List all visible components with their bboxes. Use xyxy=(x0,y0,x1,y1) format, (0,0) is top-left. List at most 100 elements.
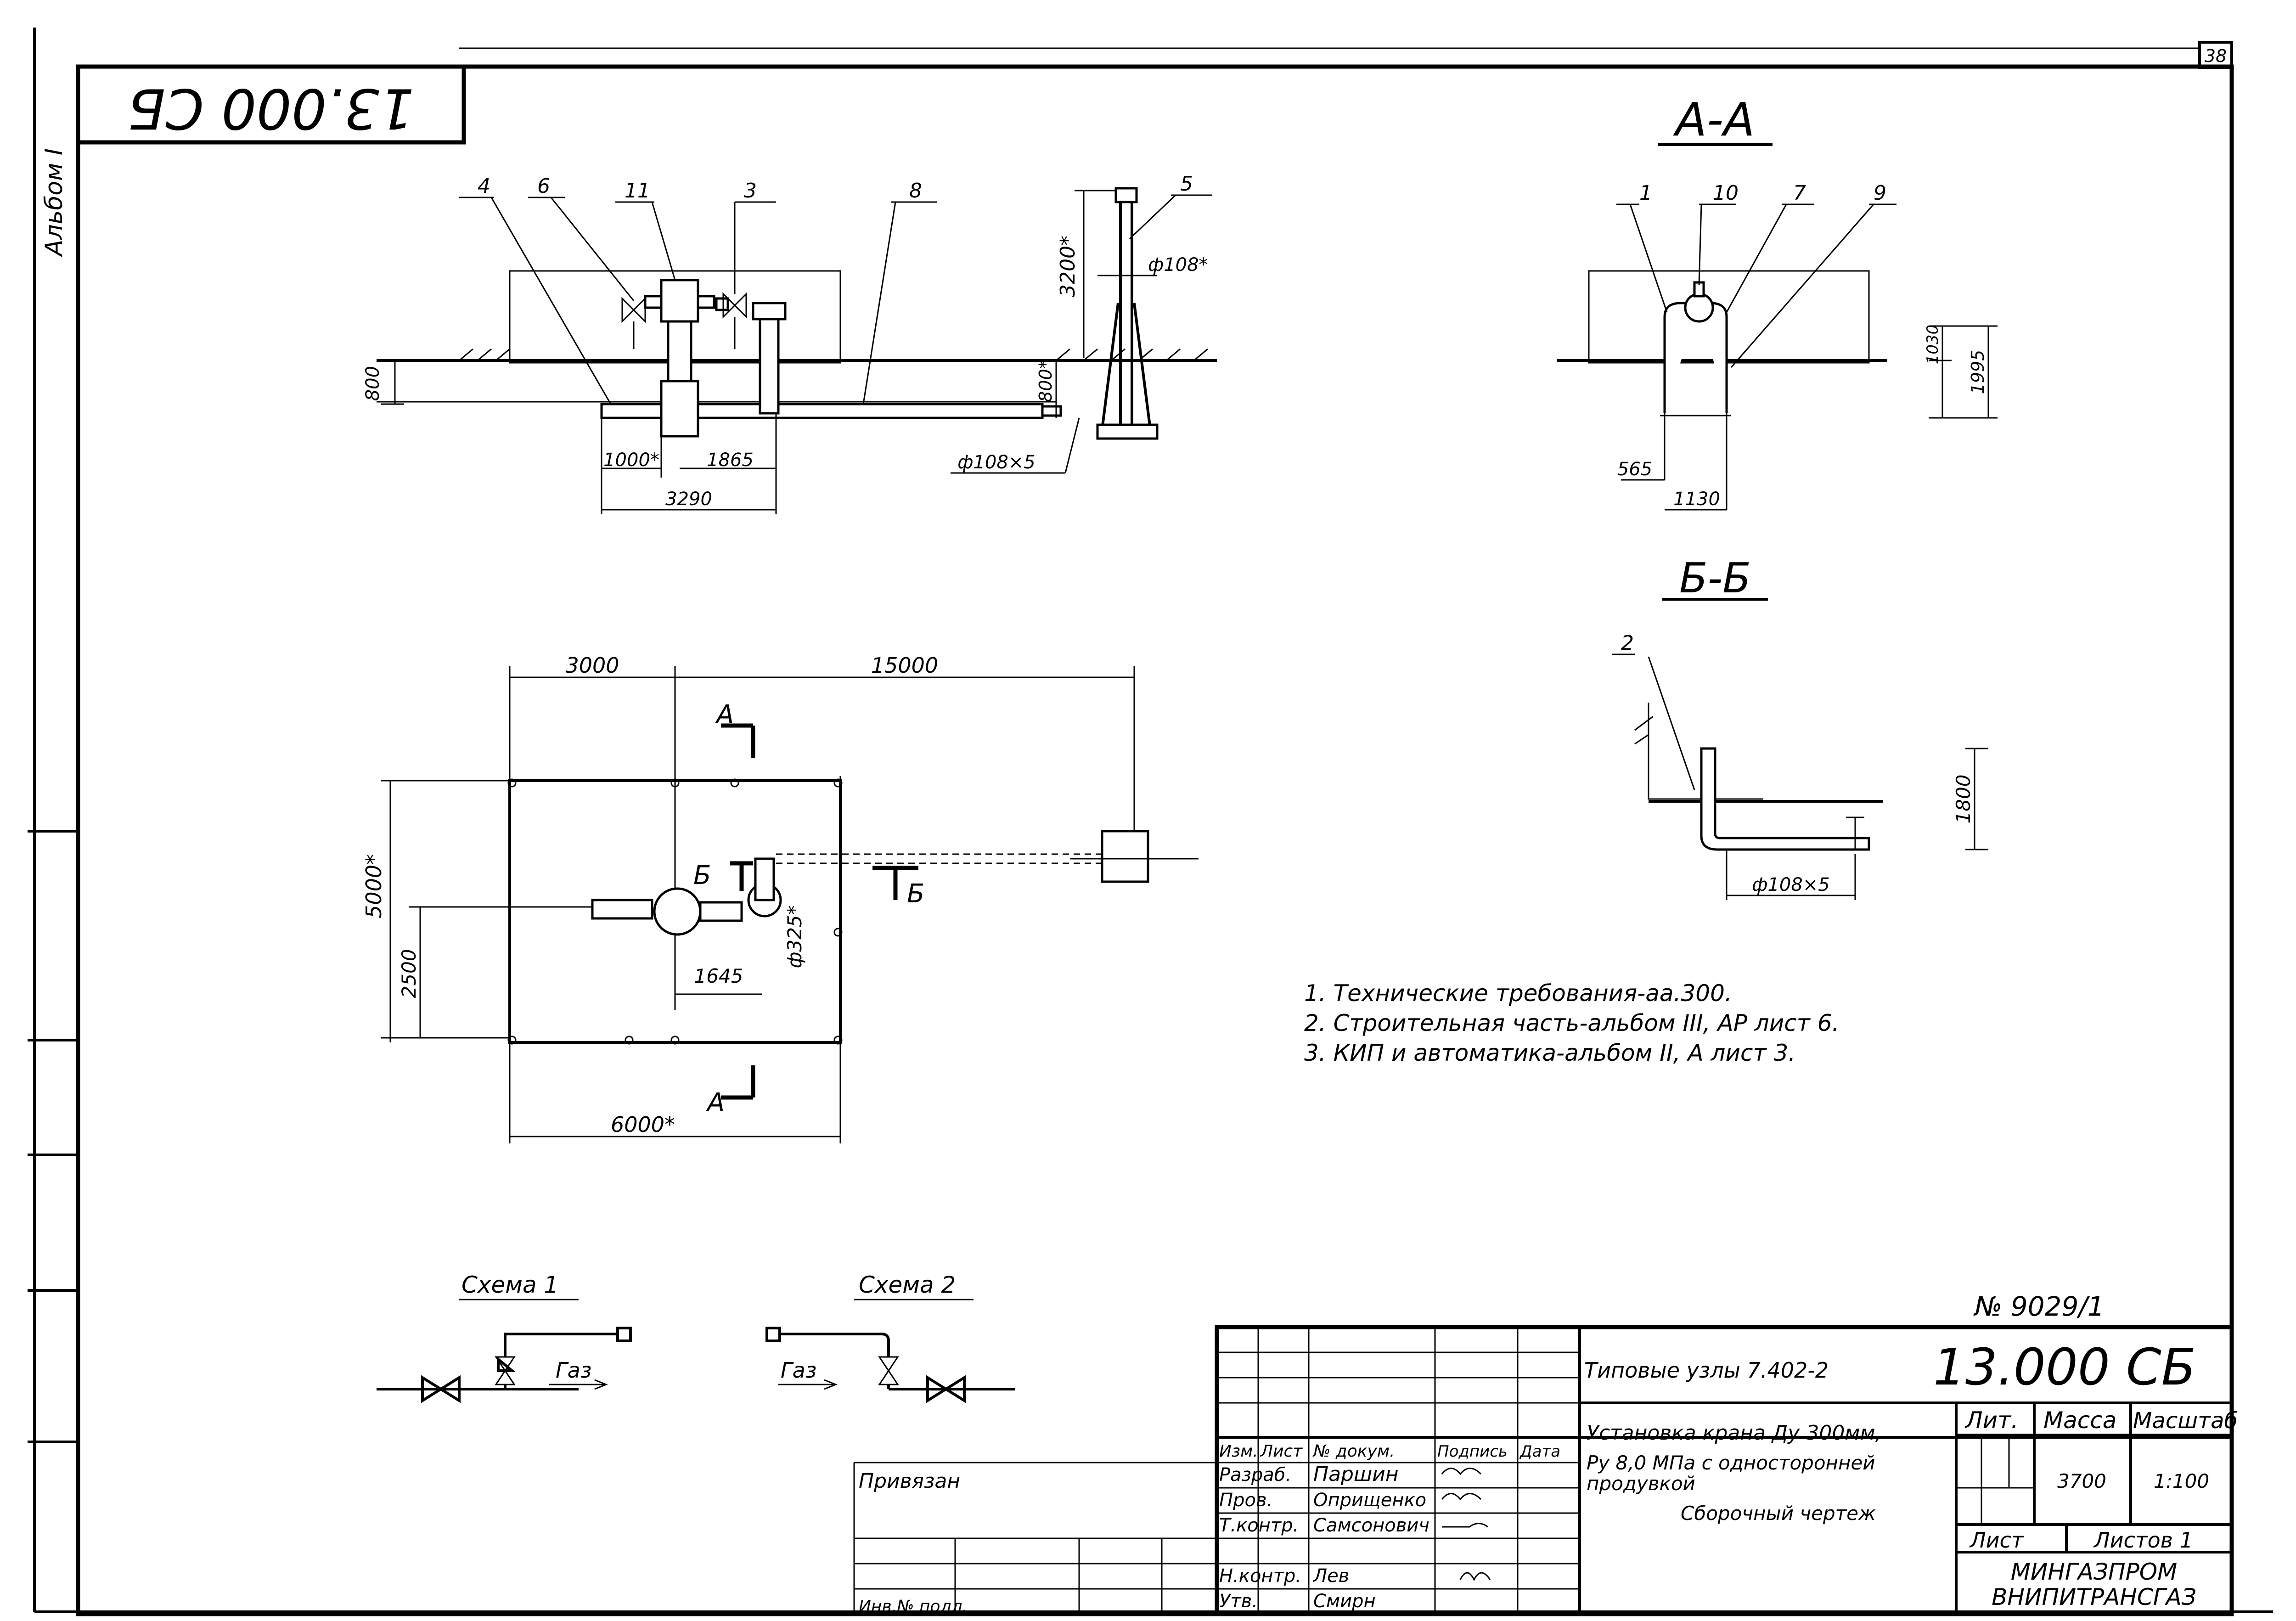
dim-800: 800 xyxy=(362,366,383,401)
section-a-top-mark xyxy=(721,723,755,758)
section-b-label: Б xyxy=(907,879,924,909)
dim-5000: 5000* xyxy=(361,854,386,918)
title-line-2: Ру 8,0 МПа с односторонней xyxy=(1587,1452,1875,1474)
role-approved: Утв. xyxy=(1219,1591,1258,1612)
note-1: 1. Технические требования-аа.300. xyxy=(1304,980,1732,1007)
section-a-bottom-mark xyxy=(721,1065,755,1100)
callout-6: 6 xyxy=(537,174,550,198)
aa-callout-9: 9 xyxy=(1874,181,1886,205)
lit-label: Лит. xyxy=(1964,1407,2018,1434)
dim-6000: 6000* xyxy=(611,1112,675,1137)
aa-callout-7: 7 xyxy=(1793,181,1806,205)
callout-8: 8 xyxy=(909,179,922,203)
aa-dim-1995: 1995 xyxy=(1968,350,1988,394)
dim-1865: 1865 xyxy=(707,450,754,471)
album-side-label: Альбом I xyxy=(40,148,68,257)
valve-stem xyxy=(667,315,692,383)
aa-callout-10: 10 xyxy=(1713,181,1739,205)
sheets-label: Листов 1 xyxy=(2093,1528,2193,1553)
signature-2 xyxy=(1441,1493,1482,1501)
small-valve-right xyxy=(722,292,747,319)
top-stamp-code: 13.000 СБ xyxy=(128,76,414,140)
inner-frame xyxy=(76,64,2234,1616)
mass-value: 3700 xyxy=(2057,1470,2106,1492)
callout-3: 3 xyxy=(744,179,757,203)
dim-pipe-108x5: ф108×5 xyxy=(957,452,1035,473)
callout-5: 5 xyxy=(1180,172,1193,196)
scheme-1: Схема 1 Газ xyxy=(377,1272,632,1403)
purge-candle-top xyxy=(1114,187,1138,203)
scheme-2: Схема 2 Газ xyxy=(765,1272,1015,1403)
callout-11: 11 xyxy=(625,179,650,203)
mass-label: Масса xyxy=(2043,1407,2116,1434)
signature-3 xyxy=(1442,1523,1488,1528)
hdr-izm: Изм. xyxy=(1219,1442,1258,1461)
signature-1 xyxy=(1441,1468,1482,1475)
scheme-2-title: Схема 2 xyxy=(859,1272,956,1298)
section-a-label-top: А xyxy=(715,700,734,730)
bb-pipe xyxy=(1700,747,1870,851)
sheet-label: Лист xyxy=(1969,1528,2024,1553)
purge-riser xyxy=(759,315,780,415)
name-ncontrol: Лев xyxy=(1312,1565,1349,1587)
org-1: МИНГАЗПРОМ xyxy=(2011,1559,2178,1585)
drawing-type: Сборочный чертеж xyxy=(1681,1502,1876,1525)
dim-2500: 2500 xyxy=(398,949,420,998)
top-stamp-box xyxy=(76,64,466,145)
dim-1645: 1645 xyxy=(694,965,743,987)
dim-15000: 15000 xyxy=(871,653,938,678)
aa-pipe-left xyxy=(1663,302,1699,413)
bb-dim-1800: 1800 xyxy=(1952,775,1975,824)
dim-325: ф325* xyxy=(783,905,806,968)
dim-3290: 3290 xyxy=(665,489,712,510)
name-approved: Смирн xyxy=(1313,1591,1376,1612)
candle-base xyxy=(1096,423,1159,440)
aa-callout-1: 1 xyxy=(1639,181,1652,205)
bb-callout-2: 2 xyxy=(1621,631,1634,655)
callout-4: 4 xyxy=(478,174,490,198)
dim-1000: 1000* xyxy=(603,450,659,471)
scheme-2-gas: Газ xyxy=(781,1358,816,1383)
title-line-3: продувкой xyxy=(1587,1472,1695,1495)
hdr-date: Дата xyxy=(1519,1442,1560,1461)
plan-view: А А Б Б 3000 15000 5000* 2500 1645 ф325*… xyxy=(361,653,1199,1143)
dim-3000: 3000 xyxy=(565,653,619,678)
main-valve-body xyxy=(660,380,699,438)
signature-4 xyxy=(1459,1572,1491,1582)
sheet-corner-number: 38 xyxy=(2205,46,2227,66)
name-tcontrol: Самсонович xyxy=(1313,1515,1429,1536)
fence-posts xyxy=(507,778,843,1045)
scheme-1-gas: Газ xyxy=(556,1358,591,1383)
section-b-label-small: Б xyxy=(693,861,711,890)
scale-label: Масштаб xyxy=(2133,1408,2238,1434)
bb-dim-pipe: ф108×5 xyxy=(1752,874,1830,895)
section-aa-title: А-А xyxy=(1673,93,1755,146)
ground-hatch xyxy=(459,348,1208,361)
hdr-sign: Подпись xyxy=(1437,1442,1508,1461)
inv-label: Инв.№ подл. xyxy=(859,1597,968,1616)
role-tcontrol: Т.контр. xyxy=(1219,1515,1299,1536)
left-margin-ticks xyxy=(28,830,78,1443)
role-ncontrol: Н.контр. xyxy=(1219,1565,1301,1587)
title-code: 13.000 СБ xyxy=(1933,1338,2196,1396)
small-valve-left xyxy=(621,297,646,323)
title-block: № 9029/1 xyxy=(853,1291,2238,1616)
hdr-list: Лист xyxy=(1260,1442,1303,1461)
scheme-1-title: Схема 1 xyxy=(461,1272,558,1298)
aa-dim-565: 565 xyxy=(1617,459,1652,480)
name-developer: Паршин xyxy=(1313,1463,1399,1486)
valve-plan-circle xyxy=(653,887,702,936)
role-developer: Разраб. xyxy=(1219,1464,1291,1486)
role-checker: Пров. xyxy=(1219,1490,1272,1511)
scale-value: 1:100 xyxy=(2154,1470,2209,1492)
series-label: Типовые узлы 7.402-2 xyxy=(1584,1358,1829,1383)
sheet-corner-box xyxy=(2198,41,2233,69)
name-checker: Оприщенко xyxy=(1313,1490,1426,1511)
dim-800b: 800* xyxy=(1035,360,1056,402)
valve-actuator xyxy=(660,279,699,323)
section-aa-view: А-А 1 10 7 9 1030 1995 565 1130 xyxy=(1557,93,1998,511)
aa-dim-1130: 1130 xyxy=(1673,489,1720,510)
bound-label: Привязан xyxy=(859,1469,960,1493)
candle-plan xyxy=(1101,830,1149,883)
